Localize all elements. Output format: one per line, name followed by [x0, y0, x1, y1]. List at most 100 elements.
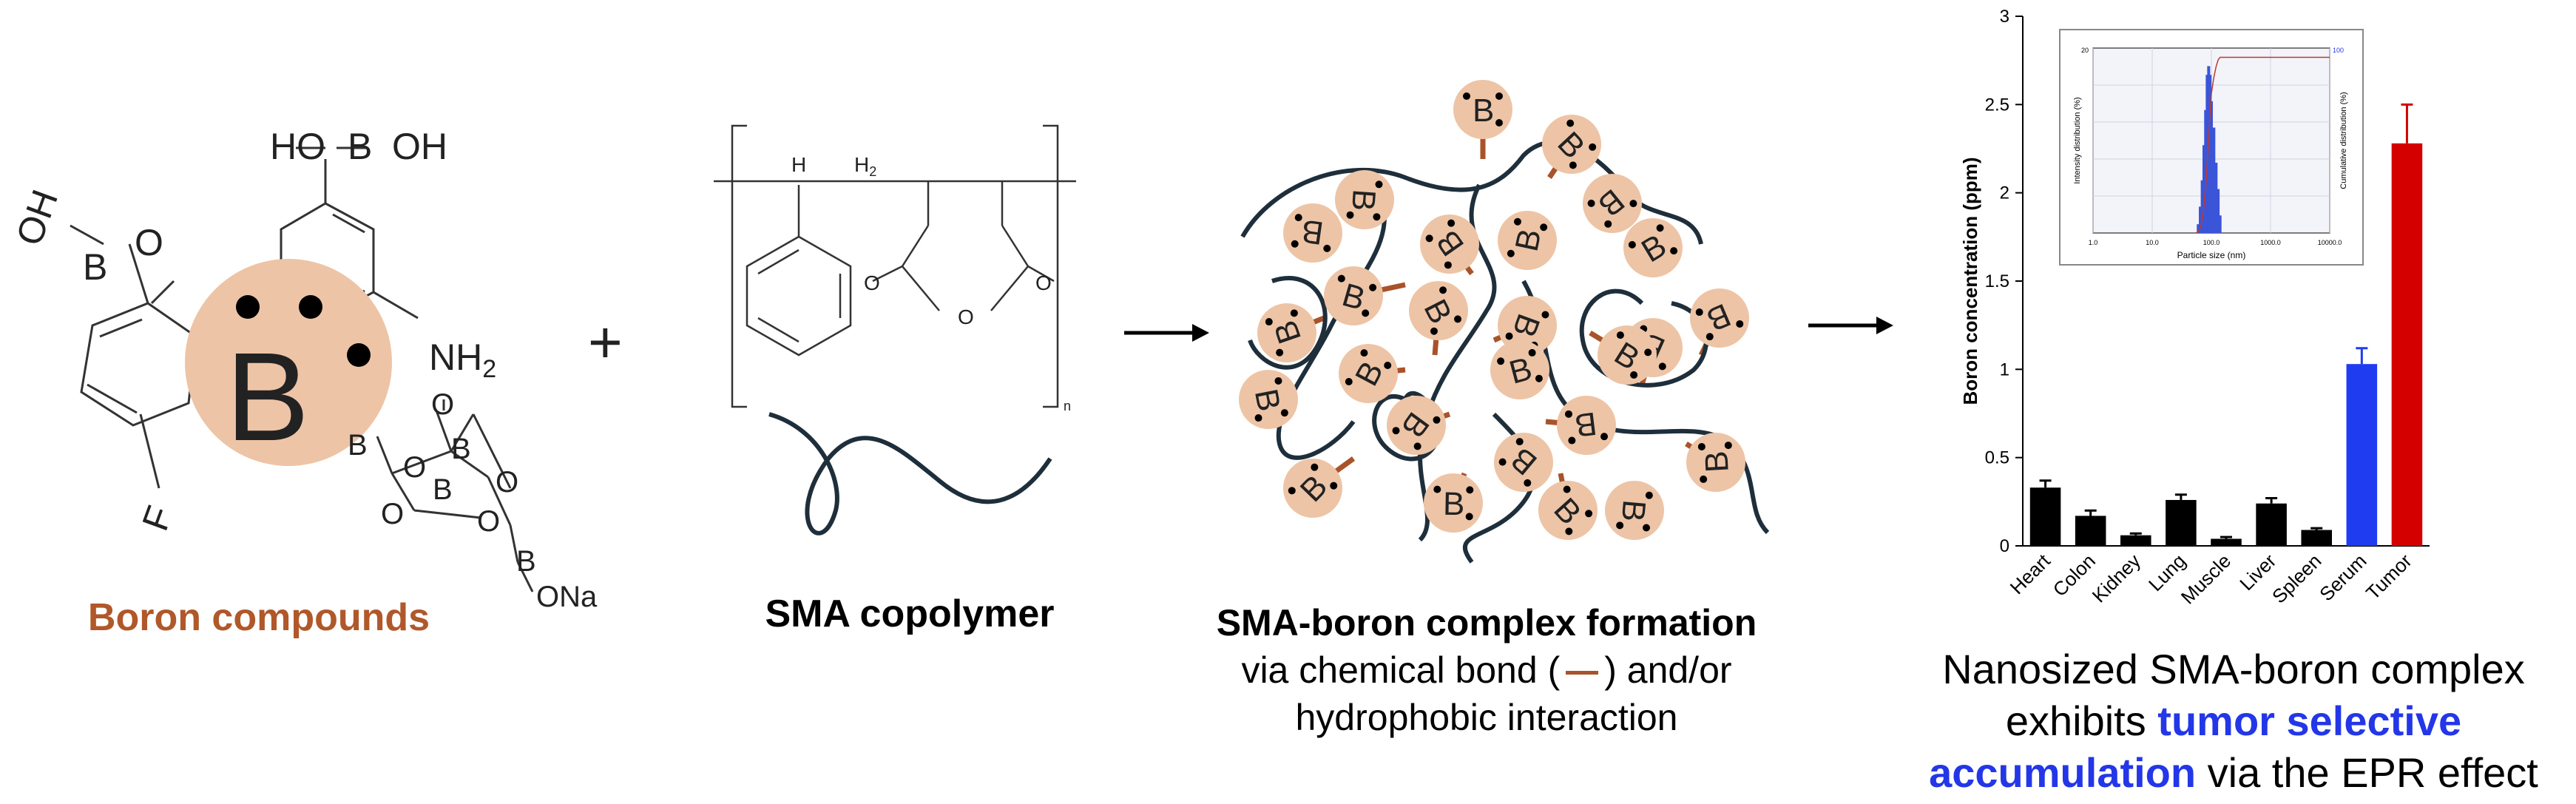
atom-label: OH — [8, 184, 66, 251]
bead-electron-dot — [1454, 315, 1462, 323]
bead-electron-dot — [1466, 486, 1474, 494]
sma-boron-complex: BBBBBBBBBBBBBBBBBBBBBBBBBB — [1239, 80, 1770, 564]
polymer-chain — [1248, 276, 1328, 370]
bead-circle — [1420, 214, 1479, 274]
category-label: Serum — [2315, 550, 2370, 605]
bead-electron-dot — [1439, 286, 1447, 294]
inset-bar — [2218, 215, 2222, 233]
boron-bead: B — [1690, 288, 1749, 348]
atom-label: B — [348, 126, 372, 167]
bead-electron-dot — [1495, 92, 1503, 100]
bead-electron-dot — [1392, 427, 1400, 435]
y-tick-label: 3 — [2000, 7, 2009, 27]
inset-y2-label: Cumulative distribution (%) — [2339, 92, 2348, 189]
atom-label: B — [348, 429, 368, 462]
atom-label: HO — [270, 126, 325, 167]
bead-circle — [1494, 433, 1553, 492]
cumulative-curve — [2195, 56, 2330, 234]
result-line2: exhibits tumor selective — [2005, 697, 2462, 744]
bead-electron-dot — [1375, 180, 1383, 189]
bead-letter: B — [1615, 499, 1652, 524]
bead-electron-dot — [1495, 119, 1503, 126]
y-tick-label: 0 — [2000, 536, 2009, 556]
bead-electron-dot — [1585, 510, 1593, 518]
inset-x-tick: 10.0 — [2146, 239, 2159, 246]
category-label: Tumor — [2362, 550, 2416, 604]
bead-electron-dot — [1323, 244, 1331, 252]
bead-electron-dot — [1644, 348, 1652, 357]
bead-electron-dot — [1373, 213, 1381, 221]
boron-electron-dot — [236, 295, 260, 319]
polymer-chain — [1418, 183, 1497, 542]
result-line3: accumulation via the EPR effect — [1929, 749, 2538, 796]
bar — [2166, 499, 2197, 546]
boron-bead: B — [1490, 340, 1549, 399]
bead-electron-dot — [1498, 458, 1507, 466]
boron-bead: B — [1283, 459, 1342, 518]
bead-electron-dot — [1463, 92, 1470, 100]
bead-electron-dot — [1569, 161, 1577, 169]
bead-electron-dot — [1566, 119, 1575, 127]
bead-electron-dot — [1497, 357, 1505, 365]
bond-symbol — [1566, 671, 1599, 675]
bar — [2211, 538, 2242, 546]
arrow-right — [1124, 324, 1209, 342]
bead-electron-dot — [1513, 217, 1521, 226]
inset-bar — [2197, 224, 2200, 233]
bead-electron-dot — [1616, 331, 1624, 339]
category-label: Heart — [2006, 549, 2055, 598]
bead-letter: B — [1443, 486, 1465, 523]
bar — [2256, 503, 2287, 546]
bead-electron-dot — [1568, 436, 1576, 445]
bead-electron-dot — [1290, 309, 1298, 317]
bead-electron-dot — [1524, 479, 1532, 487]
y-tick-label: 0.5 — [1985, 448, 2009, 468]
boron-bead: B — [1686, 433, 1745, 492]
bead-electron-dot — [1384, 362, 1392, 370]
boron-bead: B — [1339, 344, 1398, 403]
boron-bead: B — [1542, 115, 1601, 174]
bead-electron-dot — [1515, 438, 1524, 446]
bead-electron-dot — [1280, 409, 1288, 417]
bead-circle — [1339, 344, 1398, 403]
bar — [2075, 516, 2106, 546]
inset-bar — [2214, 163, 2218, 233]
bead-electron-dot — [1311, 463, 1319, 471]
atom-label: O — [431, 388, 454, 421]
y-axis-label: Boron concentration (ppm) — [1959, 157, 1981, 405]
bead-electron-dot — [1697, 442, 1705, 450]
category-label: Muscle — [2177, 550, 2235, 608]
bead-electron-dot — [1563, 485, 1571, 493]
big-boron-letter: B — [226, 327, 309, 467]
bead-electron-dot — [1604, 220, 1612, 228]
inset-x-tick: 1.0 — [2089, 239, 2098, 246]
category-label: Kidney — [2088, 550, 2145, 607]
bead-electron-dot — [1658, 362, 1666, 371]
bead-electron-dot — [1736, 320, 1744, 328]
bead-circle — [1498, 296, 1557, 355]
bead-electron-dot — [1700, 475, 1708, 483]
bead-electron-dot — [1540, 223, 1548, 232]
bar — [2301, 530, 2332, 546]
bead-electron-dot — [1541, 311, 1549, 319]
bead-electron-dot — [1670, 247, 1678, 255]
boron-electron-dot — [347, 343, 371, 367]
bead-electron-dot — [1600, 433, 1609, 441]
bead-electron-dot — [1265, 318, 1273, 326]
atom-label: B — [451, 433, 471, 465]
boron-bead: B — [1498, 211, 1557, 270]
bead-letter: B — [1573, 405, 1599, 443]
sma-repeat-n: n — [1064, 399, 1071, 413]
caption-complex-line3: hydrophobic interaction — [1295, 697, 1678, 738]
inset-x-tick: 10000.0 — [2318, 239, 2342, 246]
bead-circle — [1409, 281, 1468, 340]
bead-electron-dot — [1369, 283, 1377, 291]
inset-bar — [2204, 109, 2208, 233]
caption-boron-compounds: Boron compounds — [87, 596, 430, 639]
caption-complex-title: SMA-boron complex formation — [1216, 602, 1757, 643]
boron-bead: B — [1605, 481, 1664, 540]
bead-circle — [1623, 218, 1683, 277]
bead-electron-dot — [1505, 332, 1513, 340]
bead-circle — [1583, 174, 1642, 233]
bead-circle — [1598, 325, 1657, 385]
